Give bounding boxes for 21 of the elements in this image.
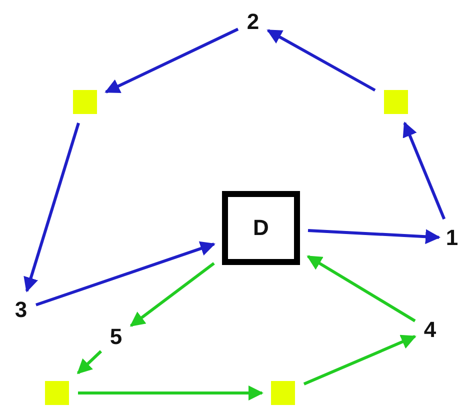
arrow bbox=[266, 29, 376, 92]
arrow bbox=[76, 350, 102, 374]
node-label: 3 bbox=[12, 297, 30, 323]
node-label: 1 bbox=[445, 225, 459, 251]
arrow bbox=[303, 334, 416, 386]
square-marker bbox=[45, 381, 69, 405]
arrow bbox=[306, 255, 416, 322]
arrow bbox=[308, 228, 440, 244]
arrow bbox=[36, 241, 216, 306]
square-marker bbox=[73, 90, 97, 114]
arrow bbox=[402, 122, 446, 220]
arrow bbox=[130, 262, 215, 327]
node-label: 2 bbox=[244, 9, 262, 35]
node-label: 4 bbox=[421, 317, 439, 343]
square-marker bbox=[271, 381, 295, 405]
square-marker bbox=[384, 90, 408, 114]
arrow bbox=[78, 386, 264, 400]
node-label: 5 bbox=[107, 324, 125, 350]
arrow bbox=[24, 122, 80, 292]
central-box: D bbox=[222, 191, 300, 265]
arrow bbox=[104, 28, 239, 94]
